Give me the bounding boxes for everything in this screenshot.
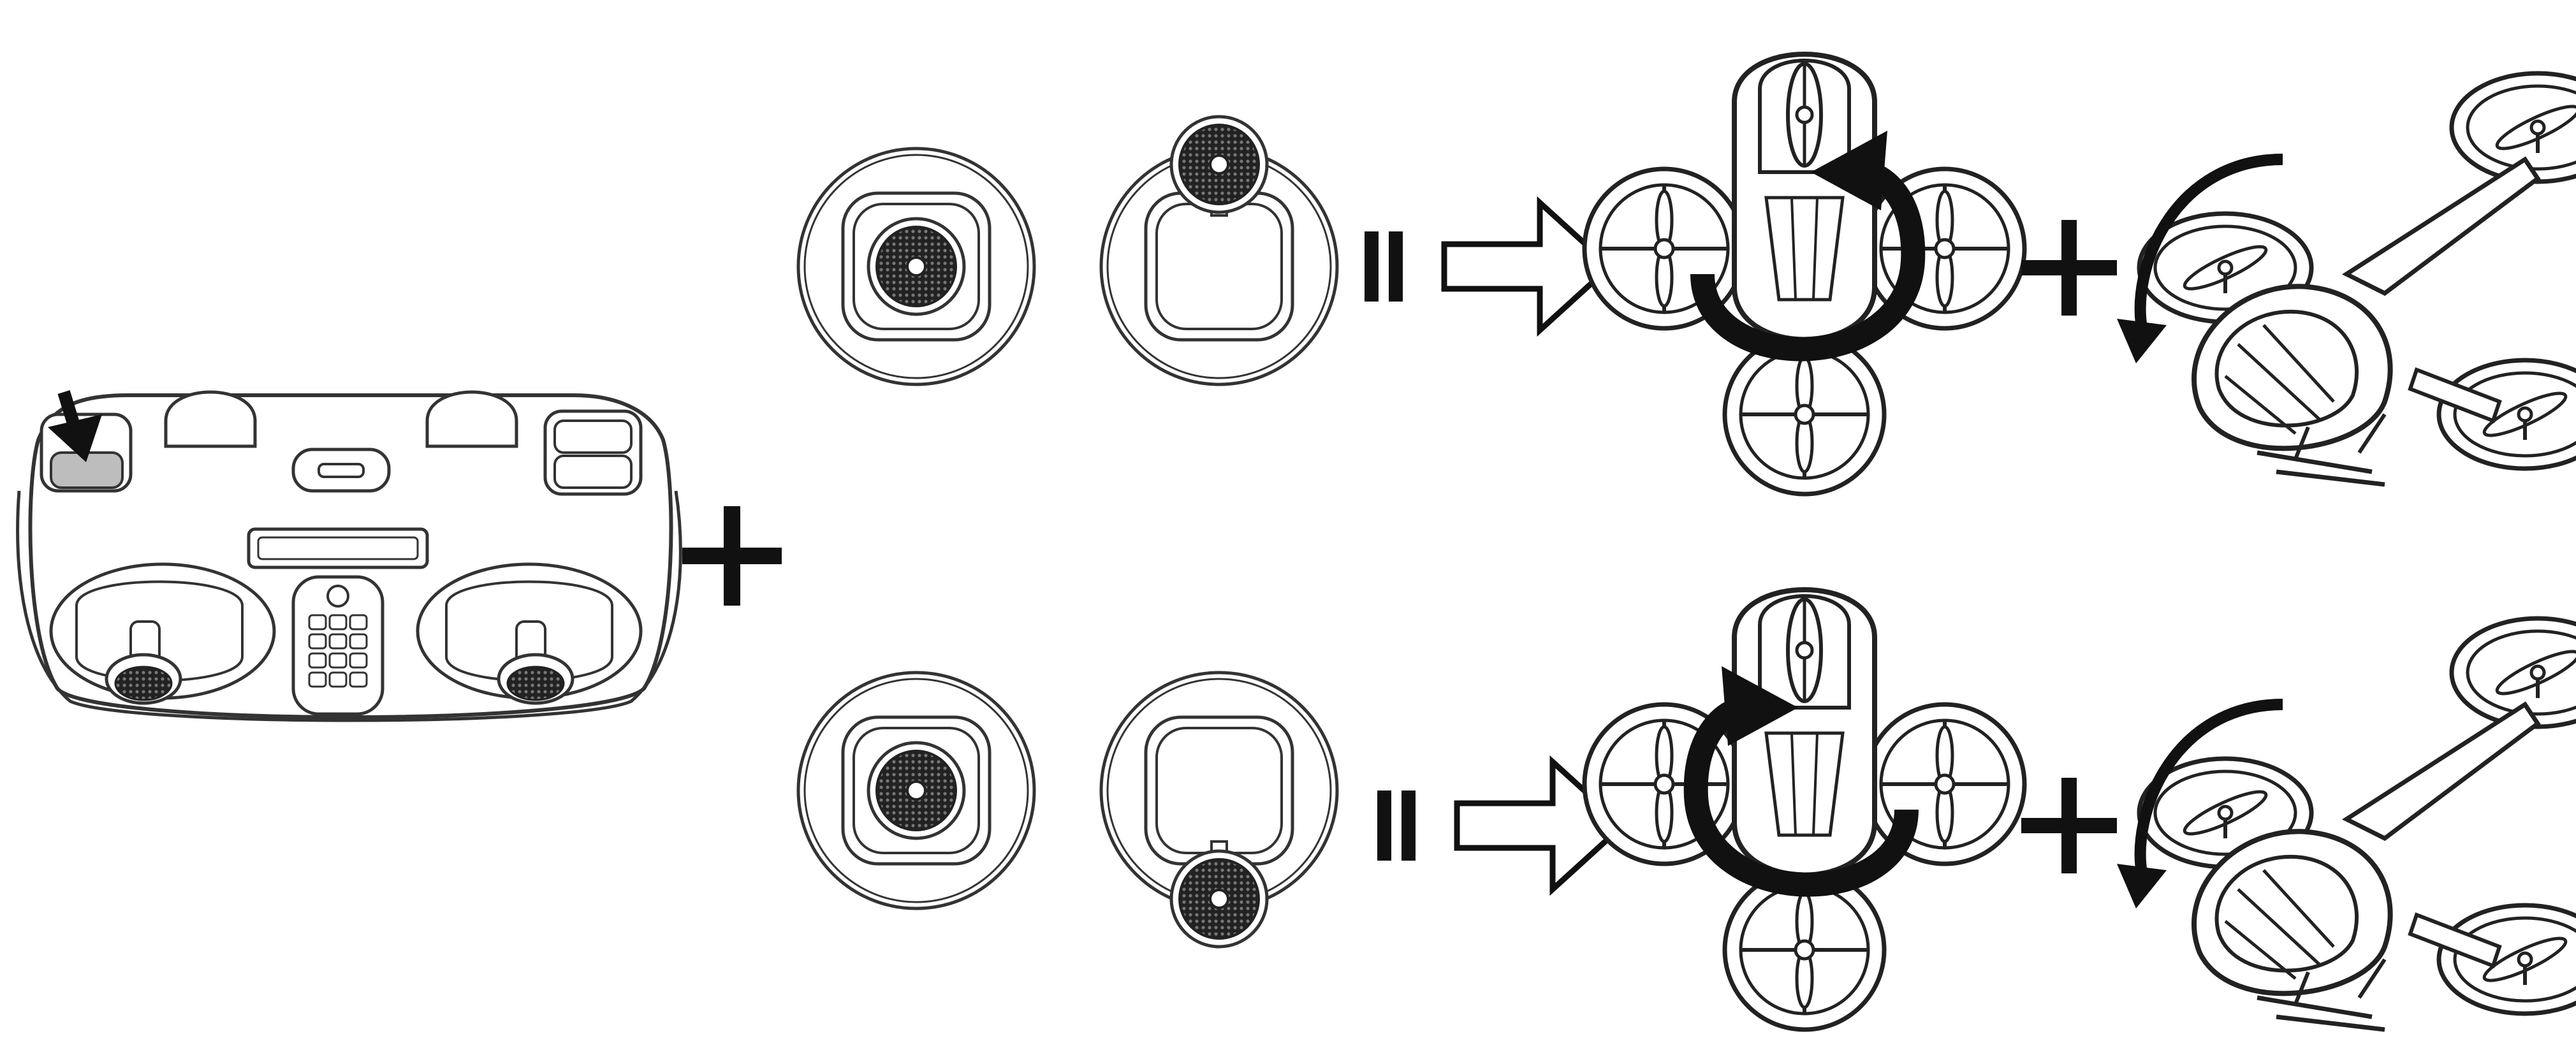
left-stick-center (798, 673, 1034, 908)
drone-top-view (1584, 590, 2024, 1030)
step-row-1 (798, 54, 2576, 494)
equals-symbol (1377, 791, 1416, 861)
plus-symbol (2021, 778, 2117, 873)
equals-symbol (1365, 231, 1403, 302)
drone-top-view (1584, 54, 2024, 494)
plus-symbol (2021, 220, 2117, 316)
left-stick-center (798, 149, 1034, 384)
step-row-2 (798, 590, 2576, 1030)
plus-symbol (682, 506, 782, 606)
remote-controller (18, 392, 681, 720)
drone-angled-view (2117, 618, 2576, 1030)
right-stick-down (1101, 673, 1337, 947)
drone-angled-view (2117, 73, 2576, 485)
right-stick-up (1101, 117, 1337, 384)
